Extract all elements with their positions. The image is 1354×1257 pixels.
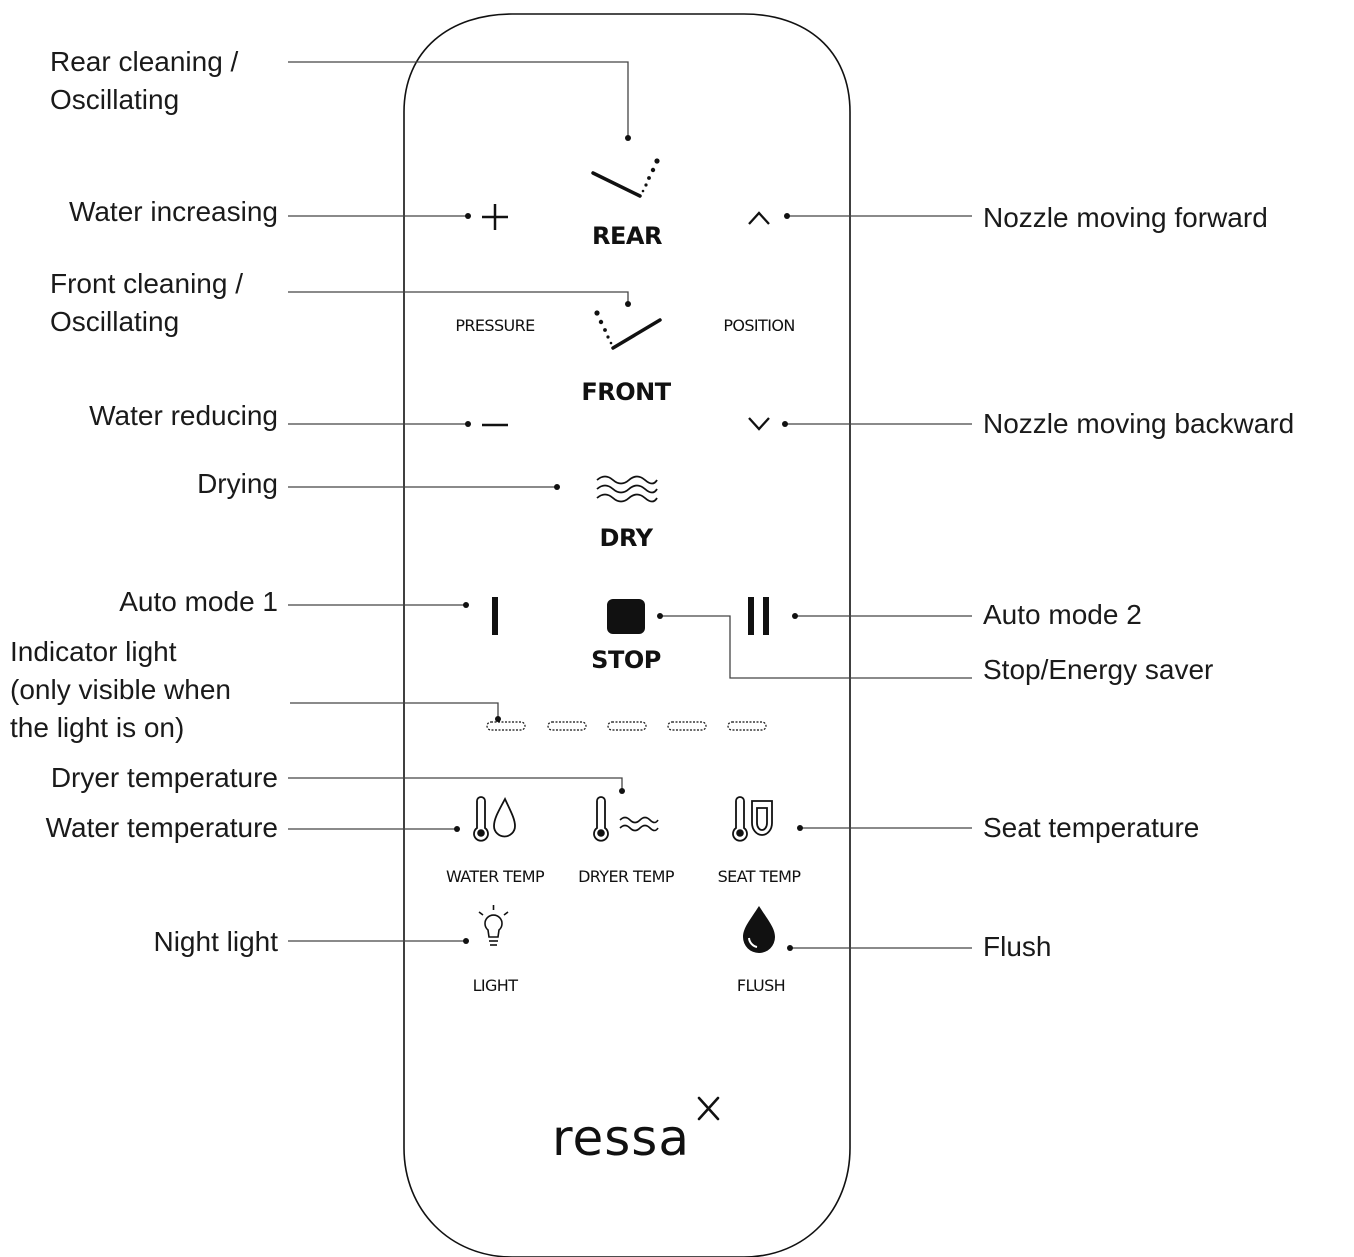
callout-nozzle-forward: Nozzle moving forward [983,202,1268,233]
callout-nozzle-backward: Nozzle moving backward [983,408,1295,439]
leader-dryer-temp [288,777,623,790]
callout-drying: Drying [197,468,278,499]
remote-outline [403,13,851,1257]
dry-label: DRY [599,524,653,552]
water-temp-label: WATER TEMP [445,867,545,886]
rear-spray-icon[interactable] [591,158,660,198]
stop-label: STOP [591,646,661,674]
dryer-temp-label: DRYER TEMP [578,867,674,886]
leader-dot [797,825,803,831]
pressure-label: PRESSURE [455,316,535,335]
leader-dot [782,421,788,427]
leader-dot [657,613,663,619]
leader-dot [792,613,798,619]
callout-indicator-light: Indicator light (only visible when the l… [10,633,231,747]
brand-logo: ressa [552,1109,690,1167]
callout-seat-temperature: Seat temperature [983,812,1200,843]
leader-dot [463,602,469,608]
leader-dot [787,945,793,951]
callout-rear-cleaning: Rear cleaning / Oscillating [50,43,238,119]
front-label: FRONT [581,378,671,406]
leader-dot [625,301,631,307]
callout-night-light: Night light [153,926,278,957]
leader-dot [495,716,501,722]
light-label: LIGHT [472,976,518,995]
callout-flush: Flush [983,931,1052,962]
front-spray-icon[interactable] [594,310,662,350]
callout-front-cleaning: Front cleaning / Oscillating [50,265,243,341]
thermometer-wave-icon[interactable] [593,796,659,842]
leader-dot [454,826,460,832]
flush-label: FLUSH [736,976,786,995]
plus-icon[interactable] [482,204,508,230]
callout-water-reducing: Water reducing [89,400,278,431]
callout-water-increasing: Water increasing [68,196,278,227]
callout-auto-mode-1: Auto mode 1 [119,586,278,617]
leader-dot [784,213,790,219]
rear-label: REAR [592,222,662,250]
wave-icon[interactable] [596,475,658,503]
leader-dot [554,484,560,490]
callout-indicator-line3: the light is on) [10,712,185,743]
leader-dot [619,788,625,794]
callout-rear-cleaning-line1: Rear cleaning / [50,46,239,77]
leader-indicator [290,702,499,718]
chevron-down-icon[interactable] [748,417,770,431]
leader-stop [660,615,972,679]
auto-mode-1-icon[interactable] [492,597,498,635]
leader-front [288,291,629,303]
lightbulb-icon[interactable] [478,905,509,946]
callout-auto-mode-2: Auto mode 2 [983,599,1142,630]
callout-rear-cleaning-line2: Oscillating [50,84,180,115]
leader-dot [465,421,471,427]
x-mark-icon [697,1096,720,1121]
seat-temp-label: SEAT TEMP [717,867,801,886]
chevron-up-icon[interactable] [748,211,770,225]
stop-square-icon[interactable] [607,599,645,634]
callout-dryer-temperature: Dryer temperature [50,762,278,793]
callout-indicator-line1: Indicator light [10,636,177,667]
indicator-lights [486,721,767,731]
callout-water-temperature: Water temperature [45,812,278,843]
callout-front-cleaning-line1: Front cleaning / [50,268,243,299]
leader-dot [465,213,471,219]
thermometer-droplet-icon[interactable] [473,796,516,842]
leader-dot [625,135,631,141]
leader-dot [463,938,469,944]
leader-rear [288,61,629,137]
callout-indicator-line2: (only visible when [10,674,231,705]
callout-stop-energy-saver: Stop/Energy saver [983,654,1214,685]
thermometer-seat-icon[interactable] [732,796,773,842]
position-label: POSITION [723,316,795,335]
auto-mode-2-icon[interactable] [748,597,769,635]
callout-front-cleaning-line2: Oscillating [50,306,180,337]
water-drop-icon[interactable] [743,906,775,953]
